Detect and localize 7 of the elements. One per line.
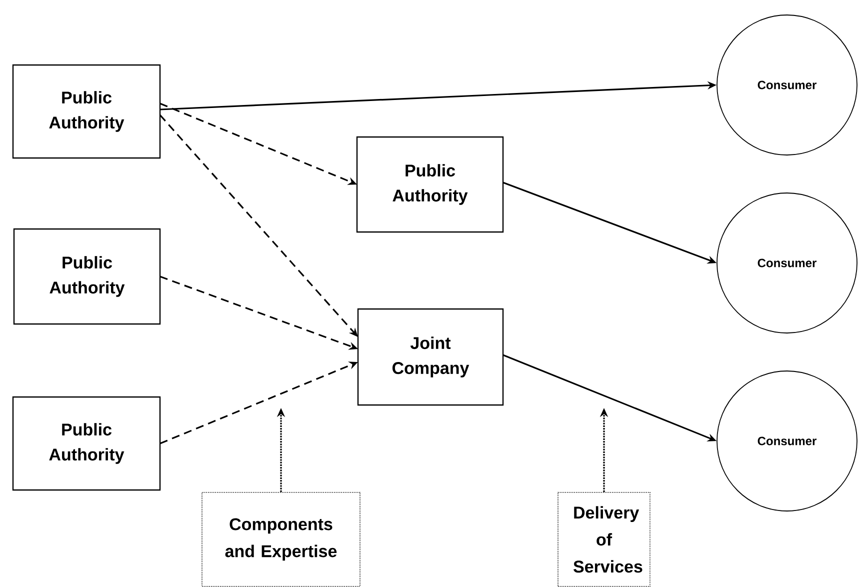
process-box: Public Authority [356, 136, 504, 233]
process-box: Public Authority [13, 228, 161, 325]
input-box: Delivery of Services [558, 492, 650, 587]
input-box: Components and Expertise [202, 492, 360, 587]
process-box: Joint Company [357, 308, 504, 406]
process-box: Public Authority [12, 64, 161, 159]
process-box: Public Authority [12, 396, 161, 491]
